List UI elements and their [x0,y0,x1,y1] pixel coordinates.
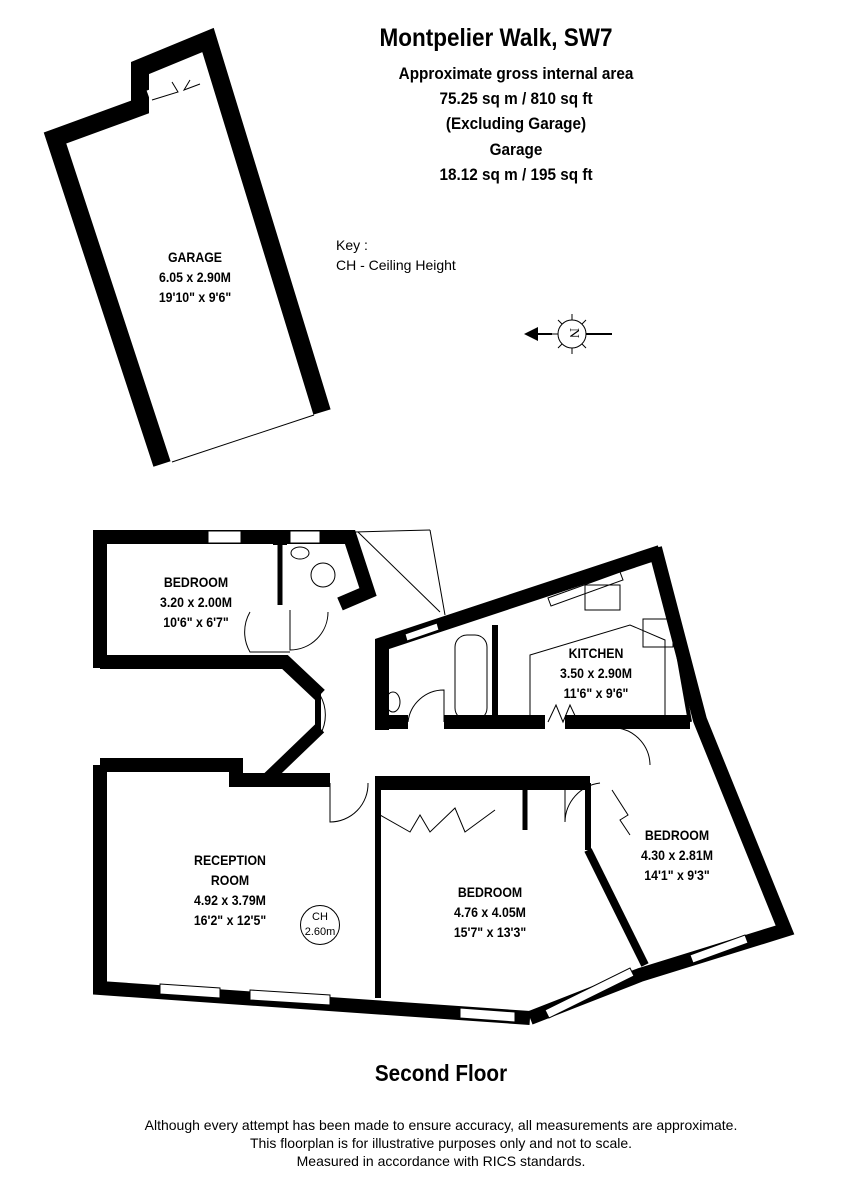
ceiling-label: CH [312,911,328,923]
room-name: GARAGE [167,249,223,265]
windows [159,530,749,1023]
key-entry: CH - Ceiling Height [336,257,456,273]
area-main: 75.25 sq m / 810 sq ft [439,89,593,108]
room-name: KITCHEN [568,645,624,661]
room-name: BEDROOM [644,827,710,843]
fixtures [244,529,674,836]
room-bedroom-small: BEDROOM 3.20 x 2.00M 10'6" x 6'7" [160,572,232,632]
room-metric: 6.05 x 2.90M [159,269,231,285]
garage-area: 18.12 sq m / 195 sq ft [439,165,593,184]
room-metric: 3.20 x 2.00M [160,594,232,610]
room-metric: 4.76 x 4.05M [454,904,526,920]
room-bedroom-main: BEDROOM 4.76 x 4.05M 15'7" x 13'3" [454,882,526,942]
garage-label: Garage [489,140,543,159]
key: Key : CH - Ceiling Height [336,235,456,275]
ceiling-value: 2.60m [304,926,336,938]
ceiling-height-badge: CH 2.60m [300,905,340,945]
compass-letter: N [566,327,581,339]
garage-door [171,414,315,463]
basin-icon [290,546,310,560]
room-metric: 4.30 x 2.81M [641,847,713,863]
hob-icon [642,618,674,648]
room-kitchen: KITCHEN 3.50 x 2.90M 11'6" x 9'6" [560,643,632,703]
toilet-icon [310,562,336,588]
room-name: RECEPTION [194,852,266,868]
room-metric: 4.92 x 3.79M [194,892,266,908]
room-reception: RECEPTION ROOM 4.92 x 3.79M 16'2" x 12'5… [194,850,266,930]
room-imperial: 10'6" x 6'7" [163,614,229,630]
compass-icon [524,314,612,354]
room-bedroom-right: BEDROOM 4.30 x 2.81M 14'1" x 9'3" [641,825,713,885]
area-note: (Excluding Garage) [445,114,587,133]
room-name-line2: ROOM [210,872,250,888]
room-imperial: 14'1" x 9'3" [644,867,710,883]
disclaimer-line: Measured in accordance with RICS standar… [296,1153,586,1169]
property-title: Montpelier Walk, SW7 [379,24,613,52]
garage-plan [43,27,331,467]
room-garage: GARAGE 6.05 x 2.90M 19'10" x 9'6" [159,247,231,307]
garage-walls [43,27,331,467]
disclaimer: Although every attempt has been made to … [145,1116,738,1170]
sink-icon [584,584,621,611]
floor-label: Second Floor [374,1060,508,1086]
room-name: BEDROOM [457,884,523,900]
room-name: BEDROOM [163,574,229,590]
key-title: Key : [336,237,368,253]
room-imperial: 11'6" x 9'6" [563,685,629,701]
room-imperial: 16'2" x 12'5" [193,912,267,928]
disclaimer-line: This floorplan is for illustrative purpo… [249,1135,633,1151]
room-imperial: 19'10" x 9'6" [158,289,232,305]
area-label: Approximate gross internal area [398,64,634,83]
room-metric: 3.50 x 2.90M [560,665,632,681]
disclaimer-line: Although every attempt has been made to … [144,1117,738,1133]
room-imperial: 15'7" x 13'3" [453,924,527,940]
